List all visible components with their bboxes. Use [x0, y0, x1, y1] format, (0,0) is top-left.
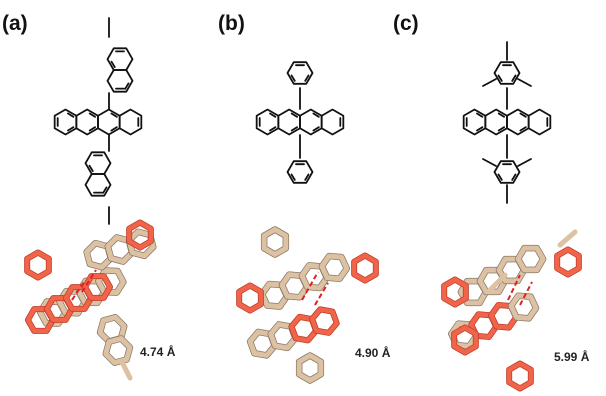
distance-label-c: 5.99 Å: [554, 349, 590, 364]
mesityl-bottom: [493, 160, 521, 184]
crystal-packing-c: [444, 229, 579, 389]
tetracene-core-c: [462, 108, 552, 136]
panel-label-a: (a): [2, 12, 28, 35]
structure-c: [462, 41, 552, 204]
phenyl-bottom: [286, 160, 314, 184]
distance-label-b: 4.90 Å: [355, 345, 391, 360]
structure-a: [53, 17, 143, 225]
tetracene-core-a: [53, 108, 143, 136]
crystal-packing-b: [239, 230, 376, 381]
tetracene-core-b: [255, 108, 345, 136]
panel-label-b: (b): [218, 12, 245, 35]
phenyl-top: [286, 61, 314, 85]
methylnaphthyl-top: [106, 47, 134, 93]
mesityl-top: [493, 61, 521, 85]
panel-label-c: (c): [393, 12, 419, 35]
crystal-packing-a: [25, 223, 155, 381]
structure-b: [255, 61, 345, 184]
methylnaphthyl-bottom: [84, 151, 112, 197]
distance-label-a: 4.74 Å: [140, 344, 176, 359]
